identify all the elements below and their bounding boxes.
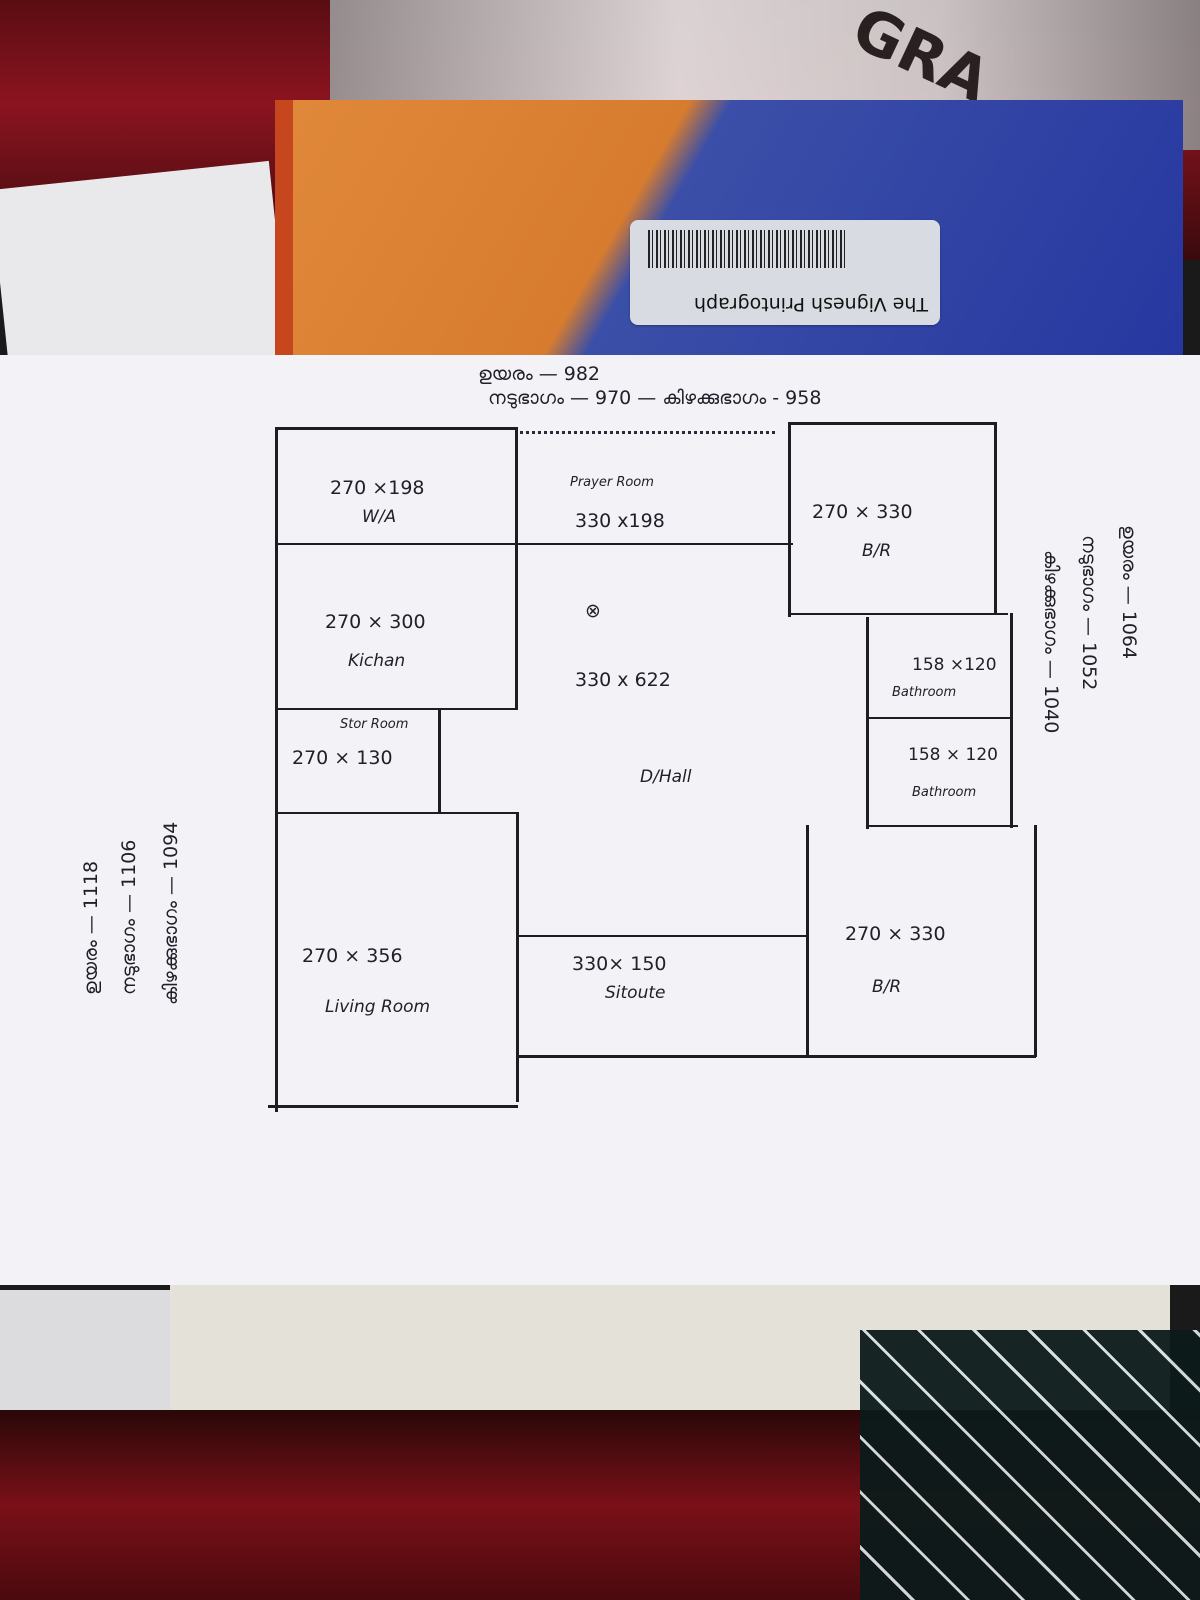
wall: [268, 1105, 518, 1108]
room-br-top-dim: 270 × 330: [812, 501, 913, 523]
wall: [866, 617, 869, 829]
room-living-name: Living Room: [325, 997, 431, 1017]
wall: [275, 427, 515, 430]
wall: [438, 710, 441, 812]
room-store-dim: 270 × 130: [292, 747, 393, 769]
book-label-title: The Vignesh Printograph: [694, 293, 928, 315]
room-living-dim: 270 × 356: [302, 945, 403, 967]
hall-mark-icon: ⊗: [585, 600, 601, 622]
room-bath2-dim: 158 × 120: [908, 745, 998, 765]
room-br-bottom-name: B/R: [872, 977, 902, 997]
room-bath2-name: Bathroom: [912, 785, 977, 800]
book-cover: [275, 100, 1183, 370]
room-br-bottom-dim: 270 × 330: [845, 923, 946, 945]
wall: [278, 708, 518, 710]
wall: [518, 1055, 1036, 1058]
wall: [518, 543, 793, 545]
room-store-name: Stor Room: [340, 717, 409, 732]
wall-dotted: [520, 431, 775, 434]
wall: [1034, 825, 1037, 1057]
room-bath1-dim: 158 ×120: [912, 655, 997, 675]
left-note-1b: ഉയരം — 1118: [80, 860, 102, 995]
wall: [518, 935, 808, 937]
room-wa-name: W/A: [362, 507, 397, 527]
wall: [788, 422, 791, 617]
top-note-2: നടുഭാഗം — 970 — കിഴക്കുഭാഗം - 958: [488, 387, 822, 409]
wall: [868, 717, 1012, 719]
floor-plan-sheet: ഉയരം — 982 നടുഭാഗം — 970 — കിഴക്കുഭാഗം -…: [0, 355, 1200, 1285]
right-note-2: നടുഭാഗം — 1052: [1078, 535, 1100, 691]
room-prayer-name: Prayer Room: [570, 475, 654, 490]
plaid-fabric: [860, 1330, 1200, 1600]
wall: [1010, 613, 1013, 828]
left-note-2: നടുഭാഗം — 1106: [118, 839, 140, 995]
room-wa-dim: 270 ×198: [330, 477, 425, 499]
room-prayer-dim: 330 x198: [575, 510, 665, 532]
wall: [790, 613, 1008, 615]
room-kitchen-dim: 270 × 300: [325, 611, 426, 633]
wall: [278, 543, 515, 545]
wall: [275, 427, 278, 1112]
book-label-sticker: The Vignesh Printograph: [630, 220, 940, 325]
right-note-3: കിഴക്കുഭാഗം — 1040: [1040, 550, 1062, 734]
room-bath1-name: Bathroom: [892, 685, 957, 700]
room-sitout-name: Sitoute: [605, 983, 666, 1003]
wall: [994, 422, 997, 615]
top-note-1: ഉയരം — 982: [478, 363, 601, 385]
room-hall-name: D/Hall: [640, 767, 692, 787]
left-note-3: കിഴക്കുഭാഗം — 1094: [160, 821, 182, 1005]
room-hall-dim: 330 x 622: [575, 669, 671, 691]
room-br-top-name: B/R: [862, 541, 892, 561]
wall: [788, 422, 996, 425]
wall: [868, 825, 1018, 827]
room-sitout-dim: 330× 150: [572, 953, 667, 975]
room-kitchen-name: Kichan: [348, 651, 406, 671]
wall: [515, 427, 518, 709]
wall: [806, 825, 809, 1057]
loose-paper-bottom: [0, 1290, 180, 1430]
wall: [278, 812, 518, 814]
right-note-1: ഉയരം — 1064: [1118, 525, 1140, 660]
wall: [516, 812, 519, 1102]
barcode-icon: [648, 230, 848, 268]
